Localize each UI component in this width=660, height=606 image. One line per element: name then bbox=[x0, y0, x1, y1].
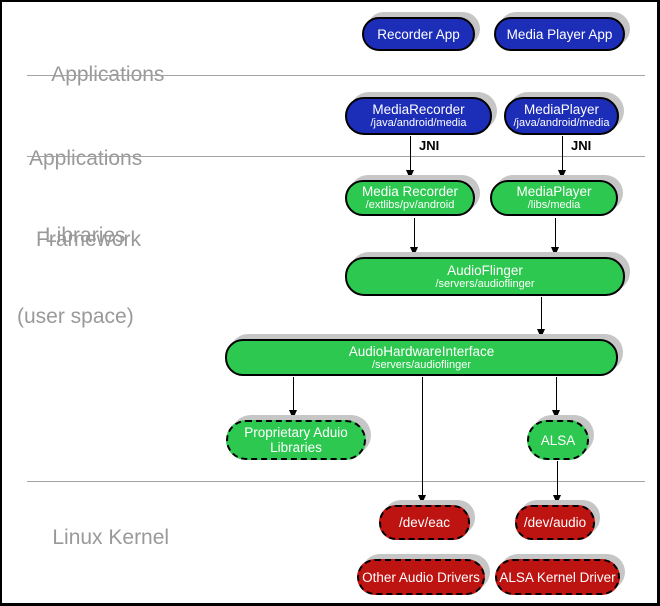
node-proprietary-audio-libraries: Proprietary Aduio Libraries bbox=[226, 420, 366, 460]
arrow-jni-mediaplayer-head bbox=[558, 170, 566, 179]
node-mediaplayer-framework: MediaPlayer /java/android/media bbox=[504, 97, 619, 135]
arrow-mediaplayer-to-audioflinger-line bbox=[555, 218, 556, 248]
node-media-player-app: Media Player App bbox=[494, 17, 625, 51]
node-sublabel: /java/android/media bbox=[513, 117, 610, 129]
node-recorder-app: Recorder App bbox=[362, 17, 475, 51]
node-sublabel: /servers/audioflinger bbox=[371, 358, 472, 371]
node-label: /dev/audio bbox=[523, 515, 587, 530]
node-mediarecorder-framework: MediaRecorder /java/android/media bbox=[345, 97, 492, 135]
layer-label-text: (user space) bbox=[17, 305, 134, 328]
arrow-ahi-to-dev-eac-head bbox=[418, 495, 426, 504]
arrow-mediaplayer-to-audioflinger-head bbox=[551, 247, 559, 256]
arrow-mediarecorder-to-audioflinger-head bbox=[410, 247, 418, 256]
node-dev-audio: /dev/audio bbox=[515, 505, 595, 540]
edge-label-jni-left: JNI bbox=[419, 138, 440, 153]
node-label: MediaPlayer bbox=[523, 102, 600, 117]
node-label: AudioFlinger bbox=[447, 262, 523, 278]
node-label: ALSA Kernel Driver bbox=[499, 569, 616, 585]
node-alsa-kernel-driver: ALSA Kernel Driver bbox=[495, 559, 620, 595]
layer-divider-applications bbox=[27, 75, 645, 76]
arrow-ahi-to-alsa-line bbox=[556, 377, 557, 411]
arrow-ahi-to-alsa-head bbox=[552, 410, 560, 419]
node-dev-eac: /dev/eac bbox=[379, 505, 470, 540]
arrow-audioflinger-to-ahi-head bbox=[537, 329, 545, 338]
layer-label-text: Applications bbox=[51, 63, 165, 86]
node-mediaplayer-lib: MediaPlayer /libs/media bbox=[490, 180, 618, 216]
node-label: Recorder App bbox=[377, 26, 460, 42]
node-label: ALSA bbox=[540, 432, 576, 448]
arrow-mediarecorder-to-audioflinger-line bbox=[414, 218, 415, 248]
node-label: Other Audio Drivers bbox=[362, 569, 480, 585]
arrow-ahi-to-proprietary-line bbox=[293, 377, 294, 411]
layer-label-text: Framework bbox=[36, 228, 142, 251]
layer-divider-framework bbox=[27, 156, 645, 157]
layer-label-linux-kernel: Linux Kernel bbox=[29, 497, 169, 578]
node-label: Libraries bbox=[270, 440, 322, 455]
node-label: Media Recorder bbox=[361, 184, 459, 199]
node-label: MediaRecorder bbox=[372, 102, 465, 117]
layer-label-text: Applications bbox=[29, 147, 143, 170]
node-label: Media Player App bbox=[506, 26, 613, 42]
edge-label-jni-right: JNI bbox=[571, 138, 592, 153]
arrow-ahi-to-dev-eac-line bbox=[422, 377, 423, 496]
node-sublabel: /extlibs/pv/android bbox=[365, 199, 455, 211]
node-label: AudioHardwareInterface bbox=[348, 343, 495, 359]
layer-label-text: Linux Kernel bbox=[52, 526, 170, 549]
node-label: MediaPlayer bbox=[516, 184, 592, 199]
node-label: /dev/eac bbox=[398, 515, 451, 530]
node-media-recorder-lib: Media Recorder /extlibs/pv/android bbox=[345, 180, 475, 216]
node-sublabel: /libs/media bbox=[527, 199, 581, 211]
arrow-ahi-to-proprietary-head bbox=[289, 410, 297, 419]
arrow-jni-mediarecorder-head bbox=[406, 170, 414, 179]
node-sublabel: /servers/audioflinger bbox=[435, 277, 535, 290]
arrow-alsa-to-dev-audio-head bbox=[553, 495, 561, 504]
layer-label-text: Libraries bbox=[45, 224, 126, 247]
layer-label-libraries: Libraries (user space) bbox=[17, 168, 134, 384]
arrow-alsa-to-dev-audio-line bbox=[557, 461, 558, 496]
arrow-audioflinger-to-ahi-line bbox=[541, 297, 542, 330]
node-other-audio-drivers: Other Audio Drivers bbox=[357, 559, 485, 595]
arrow-jni-mediaplayer-line bbox=[562, 136, 563, 171]
node-audioflinger: AudioFlinger /servers/audioflinger bbox=[345, 257, 625, 296]
layer-divider-kernel bbox=[27, 481, 645, 482]
layer-label-applications: Applications bbox=[29, 34, 164, 115]
node-audiohardwareinterface: AudioHardwareInterface /servers/audiofli… bbox=[225, 339, 618, 376]
node-sublabel: /java/android/media bbox=[370, 117, 467, 129]
arrow-jni-mediarecorder-line bbox=[410, 136, 411, 171]
node-label: Proprietary Aduio bbox=[244, 425, 348, 440]
node-alsa: ALSA bbox=[527, 420, 589, 460]
layer-label-applications-framework: Applications Framework bbox=[29, 91, 142, 307]
